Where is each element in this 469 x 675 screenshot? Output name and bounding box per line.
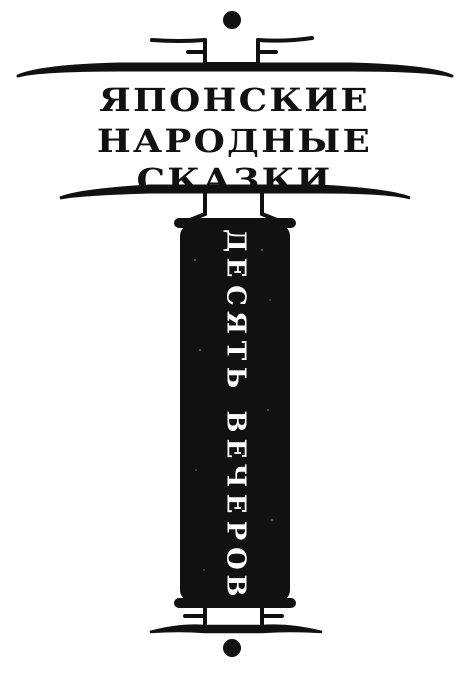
middle-wing-bar: [59, 184, 411, 200]
title-line-3: СКАЗКИ: [136, 161, 333, 199]
bottom-dot: [223, 639, 241, 657]
top-dot: [223, 11, 241, 29]
top-bracket-ornament: [150, 36, 314, 66]
scroll-title-letter: В: [220, 574, 251, 597]
scroll: [174, 218, 296, 608]
scroll-bottom-connector: [183, 606, 284, 630]
bottom-wing-bar: [149, 624, 323, 634]
title-line-1: ЯПОНСКИЕ: [99, 81, 370, 119]
top-wing-bar: [16, 62, 454, 78]
title-line-2: НАРОДНЫЕ: [96, 122, 373, 160]
